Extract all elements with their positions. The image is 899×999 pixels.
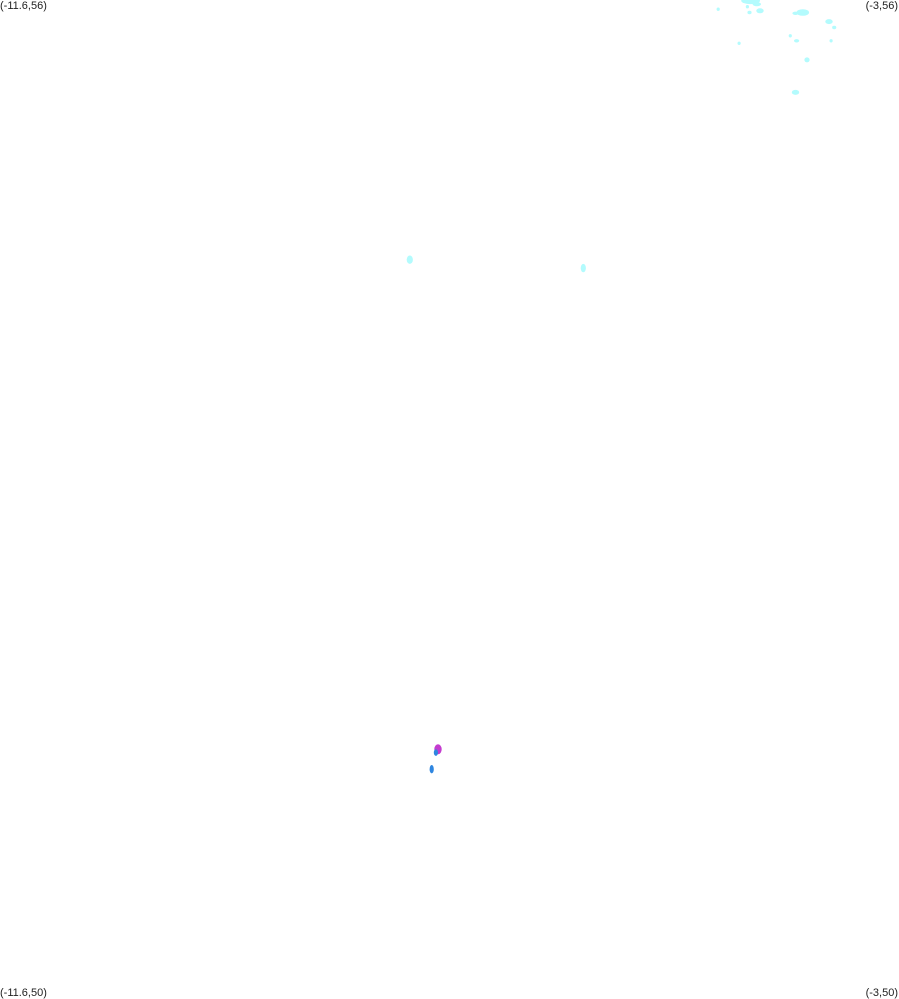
data-point-0-14 (804, 57, 810, 63)
data-point-2-1 (429, 765, 434, 774)
data-point-2-0 (433, 749, 438, 756)
data-point-0-2 (756, 8, 764, 14)
data-point-0-13 (737, 41, 741, 45)
data-point-0-3 (745, 5, 750, 9)
data-point-0-16 (406, 255, 413, 264)
data-point-0-8 (825, 19, 833, 25)
corner-label-bottom-right: (-3,50) (865, 987, 898, 999)
corner-label-top-left: (-11.6,56) (0, 0, 47, 12)
data-point-0-5 (716, 7, 720, 11)
data-point-0-12 (829, 39, 833, 43)
corner-label-bottom-left: (-11.6,50) (0, 987, 47, 999)
data-point-0-4 (747, 10, 752, 15)
data-point-0-15 (791, 89, 800, 95)
data-point-0-9 (832, 25, 837, 30)
data-point-0-7 (792, 11, 799, 15)
data-point-0-17 (580, 263, 586, 273)
corner-label-top-right: (-3,56) (865, 0, 898, 12)
data-point-0-11 (794, 39, 800, 43)
data-point-0-1 (752, 2, 761, 7)
data-point-0-10 (788, 34, 792, 38)
data-point-0-6 (796, 9, 810, 16)
